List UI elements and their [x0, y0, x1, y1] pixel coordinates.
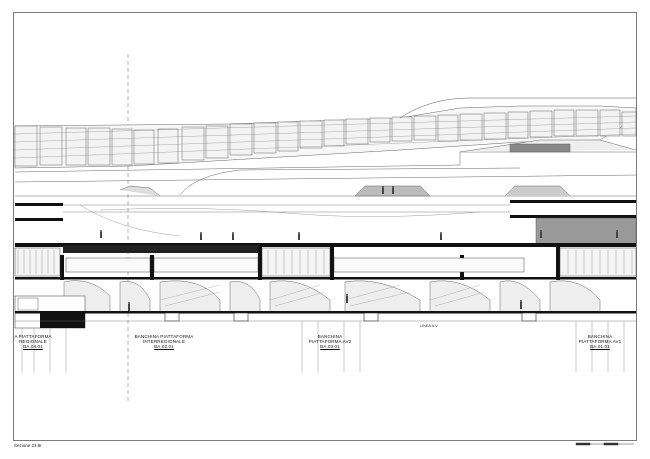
lower-left-fill	[40, 312, 85, 328]
roof-canopy	[14, 105, 637, 169]
platform-code: BA.02.01	[154, 344, 174, 350]
drawing-title: Sezione 23.8r	[14, 443, 42, 448]
ground-slab	[15, 311, 636, 322]
platform-label-3: BANCHINA PIATTAFORMA AV2 BA.03.01	[300, 334, 360, 350]
platform-line2: PIATTAFORMA AV2	[308, 339, 352, 345]
platform-label-1: A PIATTAFORMA REGIONALE BA.04.01	[8, 334, 58, 350]
platform-line2: INTERREGIONALE	[143, 339, 185, 345]
scale-bar	[575, 442, 634, 446]
piles	[21, 321, 625, 372]
train-windows	[17, 250, 633, 274]
platform-label-2: BANCHINA PIATTAFORMA INTERREGIONALE BA.0…	[124, 334, 204, 350]
platform-line1: A PIATTAFORMA	[14, 334, 52, 339]
platform-line2: REGIONALE	[19, 339, 47, 345]
sheet-frame	[13, 12, 637, 441]
platform-code: BA.04.01	[23, 344, 43, 350]
track-line-label: LINEA A.V.	[420, 324, 439, 328]
upper-deck	[15, 200, 637, 245]
roof-profile	[399, 97, 636, 119]
lower-structure	[63, 280, 601, 313]
people-figures	[100, 186, 618, 311]
roof-slats	[14, 115, 637, 159]
platform-line1: BANCHINA	[317, 334, 343, 339]
platform-code: BA.03.01	[320, 344, 340, 350]
lower-hatching	[159, 284, 486, 307]
platform-line1: BANCHINA PIATTAFORMA	[134, 334, 194, 339]
lower-left-panel	[17, 297, 39, 311]
platform-line2: PIATTAFORMA AV1	[578, 339, 622, 345]
platform-line1: BANCHINA	[587, 334, 613, 339]
platform-label-4: BANCHINA PIATTAFORMA AV1 BA.01.01	[570, 334, 630, 350]
platform-code: BA.01.01	[590, 344, 610, 350]
mezzanine	[14, 139, 637, 197]
trains	[14, 247, 637, 277]
